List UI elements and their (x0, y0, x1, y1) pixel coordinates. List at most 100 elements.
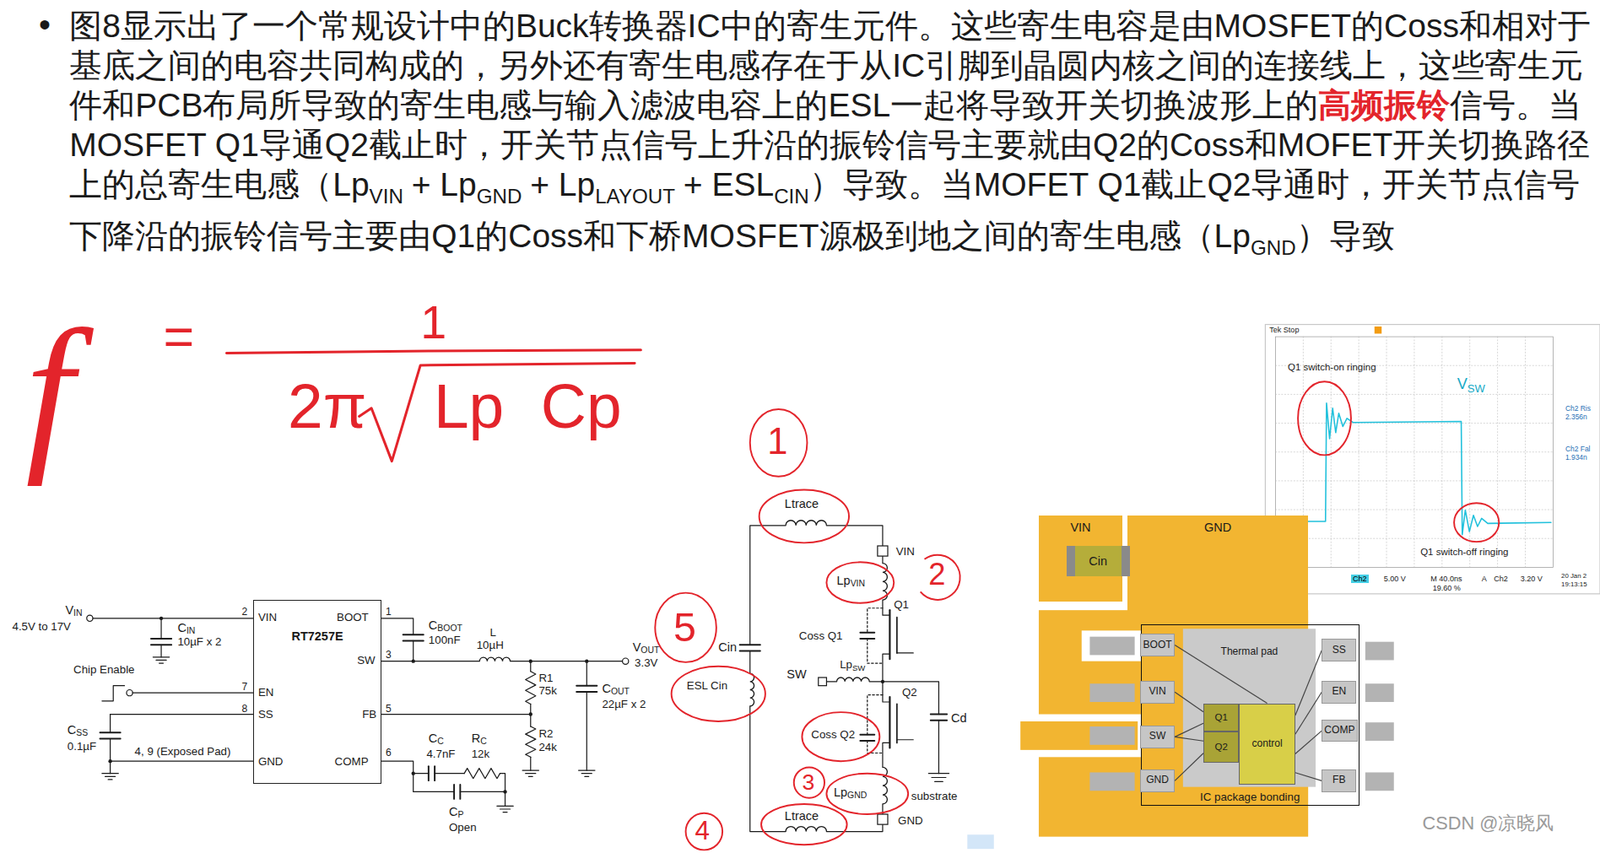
label: 0.1µF (67, 740, 97, 753)
wire (826, 681, 837, 682)
label: Open (448, 821, 477, 834)
wire (381, 761, 455, 792)
pin-lead (1089, 683, 1135, 703)
bonding-wire (1295, 772, 1322, 782)
paragraph-text: VIN (369, 184, 404, 208)
label: C (428, 618, 438, 633)
ground-symbol (152, 656, 169, 658)
ground-symbol (525, 772, 536, 774)
wire (381, 660, 480, 662)
capacitor-part: Cin (1066, 545, 1130, 577)
wire (92, 617, 254, 619)
wire (160, 618, 162, 639)
ring (686, 813, 724, 851)
terminal-circle (86, 615, 93, 622)
node-text: Q2 (1213, 741, 1230, 753)
mosfet-symbol (888, 697, 891, 748)
copper-trace (1020, 721, 1138, 751)
capacitor-symbol (740, 643, 761, 646)
label: 6 (385, 747, 392, 760)
ground-symbol (578, 769, 595, 771)
label: C (601, 681, 611, 697)
wire (132, 692, 254, 694)
node-text: EN (1329, 686, 1348, 698)
subscript: P (458, 810, 465, 821)
label: GND (897, 814, 924, 828)
bonding-wire (1174, 736, 1204, 741)
ring (654, 593, 717, 663)
inductor-symbol (785, 827, 827, 833)
node-text: BOOT (1140, 639, 1173, 652)
substrate-symbol (931, 777, 946, 779)
label: Q1 switch-off ringing (1420, 546, 1509, 558)
label: 100nF (428, 633, 461, 647)
wire (529, 661, 531, 672)
wire (750, 525, 786, 645)
label: EN (258, 686, 274, 699)
node-text: FB (1330, 774, 1347, 787)
capacitor-symbol (427, 766, 430, 781)
thermal-pad: Thermal padQ1Q2control (1183, 628, 1316, 787)
node-text: COMP (1322, 724, 1357, 737)
ground-symbol (159, 662, 164, 664)
pin-lead (1365, 683, 1395, 703)
label: V (64, 603, 74, 618)
wire (413, 772, 429, 774)
control-die: control (1238, 703, 1296, 786)
pin-pad: SW (1140, 725, 1175, 749)
label: 19:13:15 (1561, 580, 1588, 589)
paragraph-text: + Lp (411, 166, 477, 203)
bonding-wire (1174, 691, 1204, 712)
label: 24k (538, 740, 557, 754)
grid-line (1524, 336, 1526, 568)
ring (750, 409, 808, 477)
terminal-circle (126, 690, 133, 697)
inductor-symbol (479, 657, 510, 662)
label: GND (258, 755, 284, 768)
node-text: RT7257E (289, 629, 345, 644)
wire (586, 691, 588, 771)
label: 19.60 % (1432, 583, 1461, 593)
wire (109, 714, 111, 734)
handwritten-mark: 3 (801, 769, 815, 796)
wire (882, 600, 890, 616)
label: FB (362, 708, 377, 721)
label: Cd (951, 711, 968, 726)
pin-square (877, 814, 888, 825)
copper-region: GND (1127, 515, 1309, 618)
ic-chip-box: RT7257E (253, 600, 382, 784)
label: 12k (471, 747, 490, 761)
wire (867, 740, 883, 754)
label: R1 (538, 671, 553, 685)
mosfet-symbol (896, 617, 898, 654)
wire (826, 525, 883, 564)
ring (826, 773, 909, 815)
label: Q2 (902, 686, 918, 699)
junction-dot (108, 759, 112, 763)
wire (434, 772, 465, 774)
wire (110, 761, 254, 763)
capacitor-symbol (740, 650, 761, 653)
paragraph-text: LAYOUT (594, 184, 676, 208)
label: VIN (258, 610, 277, 624)
wire (826, 804, 883, 833)
pin-pad: VIN (1140, 681, 1175, 704)
paragraph-text: + ESL (683, 166, 774, 203)
node-text: VIN (1147, 686, 1168, 698)
resistor-symbol (464, 768, 500, 779)
label: Chip Enable (73, 663, 135, 676)
ring (801, 712, 880, 762)
label: 8 (242, 703, 249, 716)
label: M 40.0ns (1430, 574, 1462, 584)
fraction-bar (226, 350, 641, 354)
step-signal (102, 686, 125, 702)
ring (671, 666, 766, 722)
node-text: GND (1202, 520, 1233, 536)
handwritten-mark: Cp (540, 369, 622, 443)
label: 5.00 V (1383, 574, 1406, 584)
mosfet-symbol (888, 610, 891, 660)
label: 10µH (476, 638, 504, 652)
label: 4.5V to 17V (12, 620, 72, 633)
substrate-symbol (928, 772, 949, 774)
label: R2 (538, 727, 553, 741)
